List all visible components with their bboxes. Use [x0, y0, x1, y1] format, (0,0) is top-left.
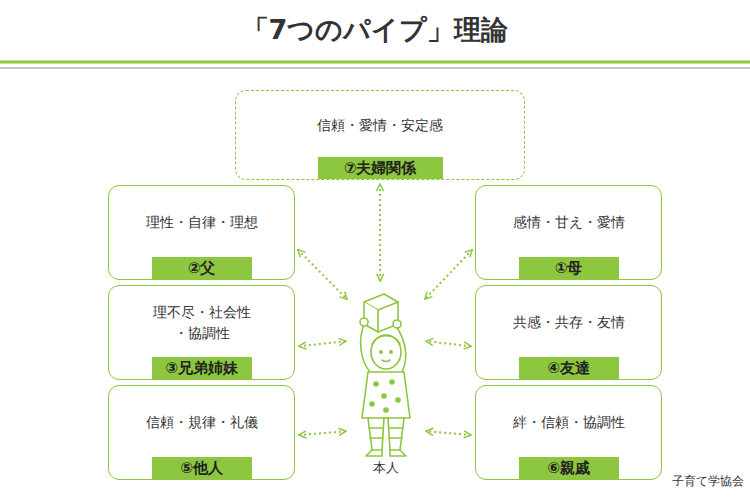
title-rule	[0, 61, 750, 64]
box-heading-band: ②父	[152, 257, 252, 279]
box-body-text: 信頼・規律・礼儀	[109, 386, 294, 457]
relation-arrow	[298, 250, 347, 300]
title-rule	[0, 67, 750, 69]
relation-arrow	[425, 250, 472, 300]
relation-arrow	[379, 184, 381, 281]
box-heading-band: ①母	[519, 257, 619, 279]
box-heading-band: ③兄弟姉妹	[152, 357, 252, 379]
pipe-box: 信頼・規律・礼儀⑤他人	[108, 385, 295, 480]
box-heading-band: ⑦夫婦関係	[318, 157, 443, 179]
box-body-text: 感情・甘え・愛情	[476, 186, 661, 257]
pipe-box: 絆・信頼・協調性⑥親戚	[475, 385, 662, 480]
pipe-box: 理性・自律・理想②父	[108, 185, 295, 280]
box-body-text: 理性・自律・理想	[109, 186, 294, 257]
person-label: 本人	[350, 459, 422, 477]
pipe-box: 信頼・愛情・安定感⑦夫婦関係	[235, 90, 525, 180]
pipe-box: 感情・甘え・愛情①母	[475, 185, 662, 280]
person-figure: 本人	[350, 285, 422, 477]
box-heading-band: ⑤他人	[152, 457, 252, 479]
box-heading-band: ④友達	[519, 357, 619, 379]
relation-arrow	[299, 341, 346, 346]
relation-arrow	[299, 431, 346, 435]
box-body-text: 信頼・愛情・安定感	[236, 91, 524, 157]
box-heading-band: ⑥親戚	[519, 457, 619, 479]
relation-arrow	[426, 431, 471, 435]
box-body-text: 理不尽・社会性 ・協調性	[138, 286, 266, 357]
diagram-title: 「7つのパイプ」理論	[0, 12, 750, 48]
relation-arrow	[426, 341, 471, 346]
box-body-text: 共感・共存・友情	[476, 286, 661, 357]
box-body-text: 絆・信頼・協調性	[476, 386, 661, 457]
pipe-box: 理不尽・社会性 ・協調性③兄弟姉妹	[108, 285, 295, 380]
child-figure	[360, 294, 410, 456]
publisher-note: 子育て学協会	[672, 473, 744, 490]
pipe-box: 共感・共存・友情④友達	[475, 285, 662, 380]
